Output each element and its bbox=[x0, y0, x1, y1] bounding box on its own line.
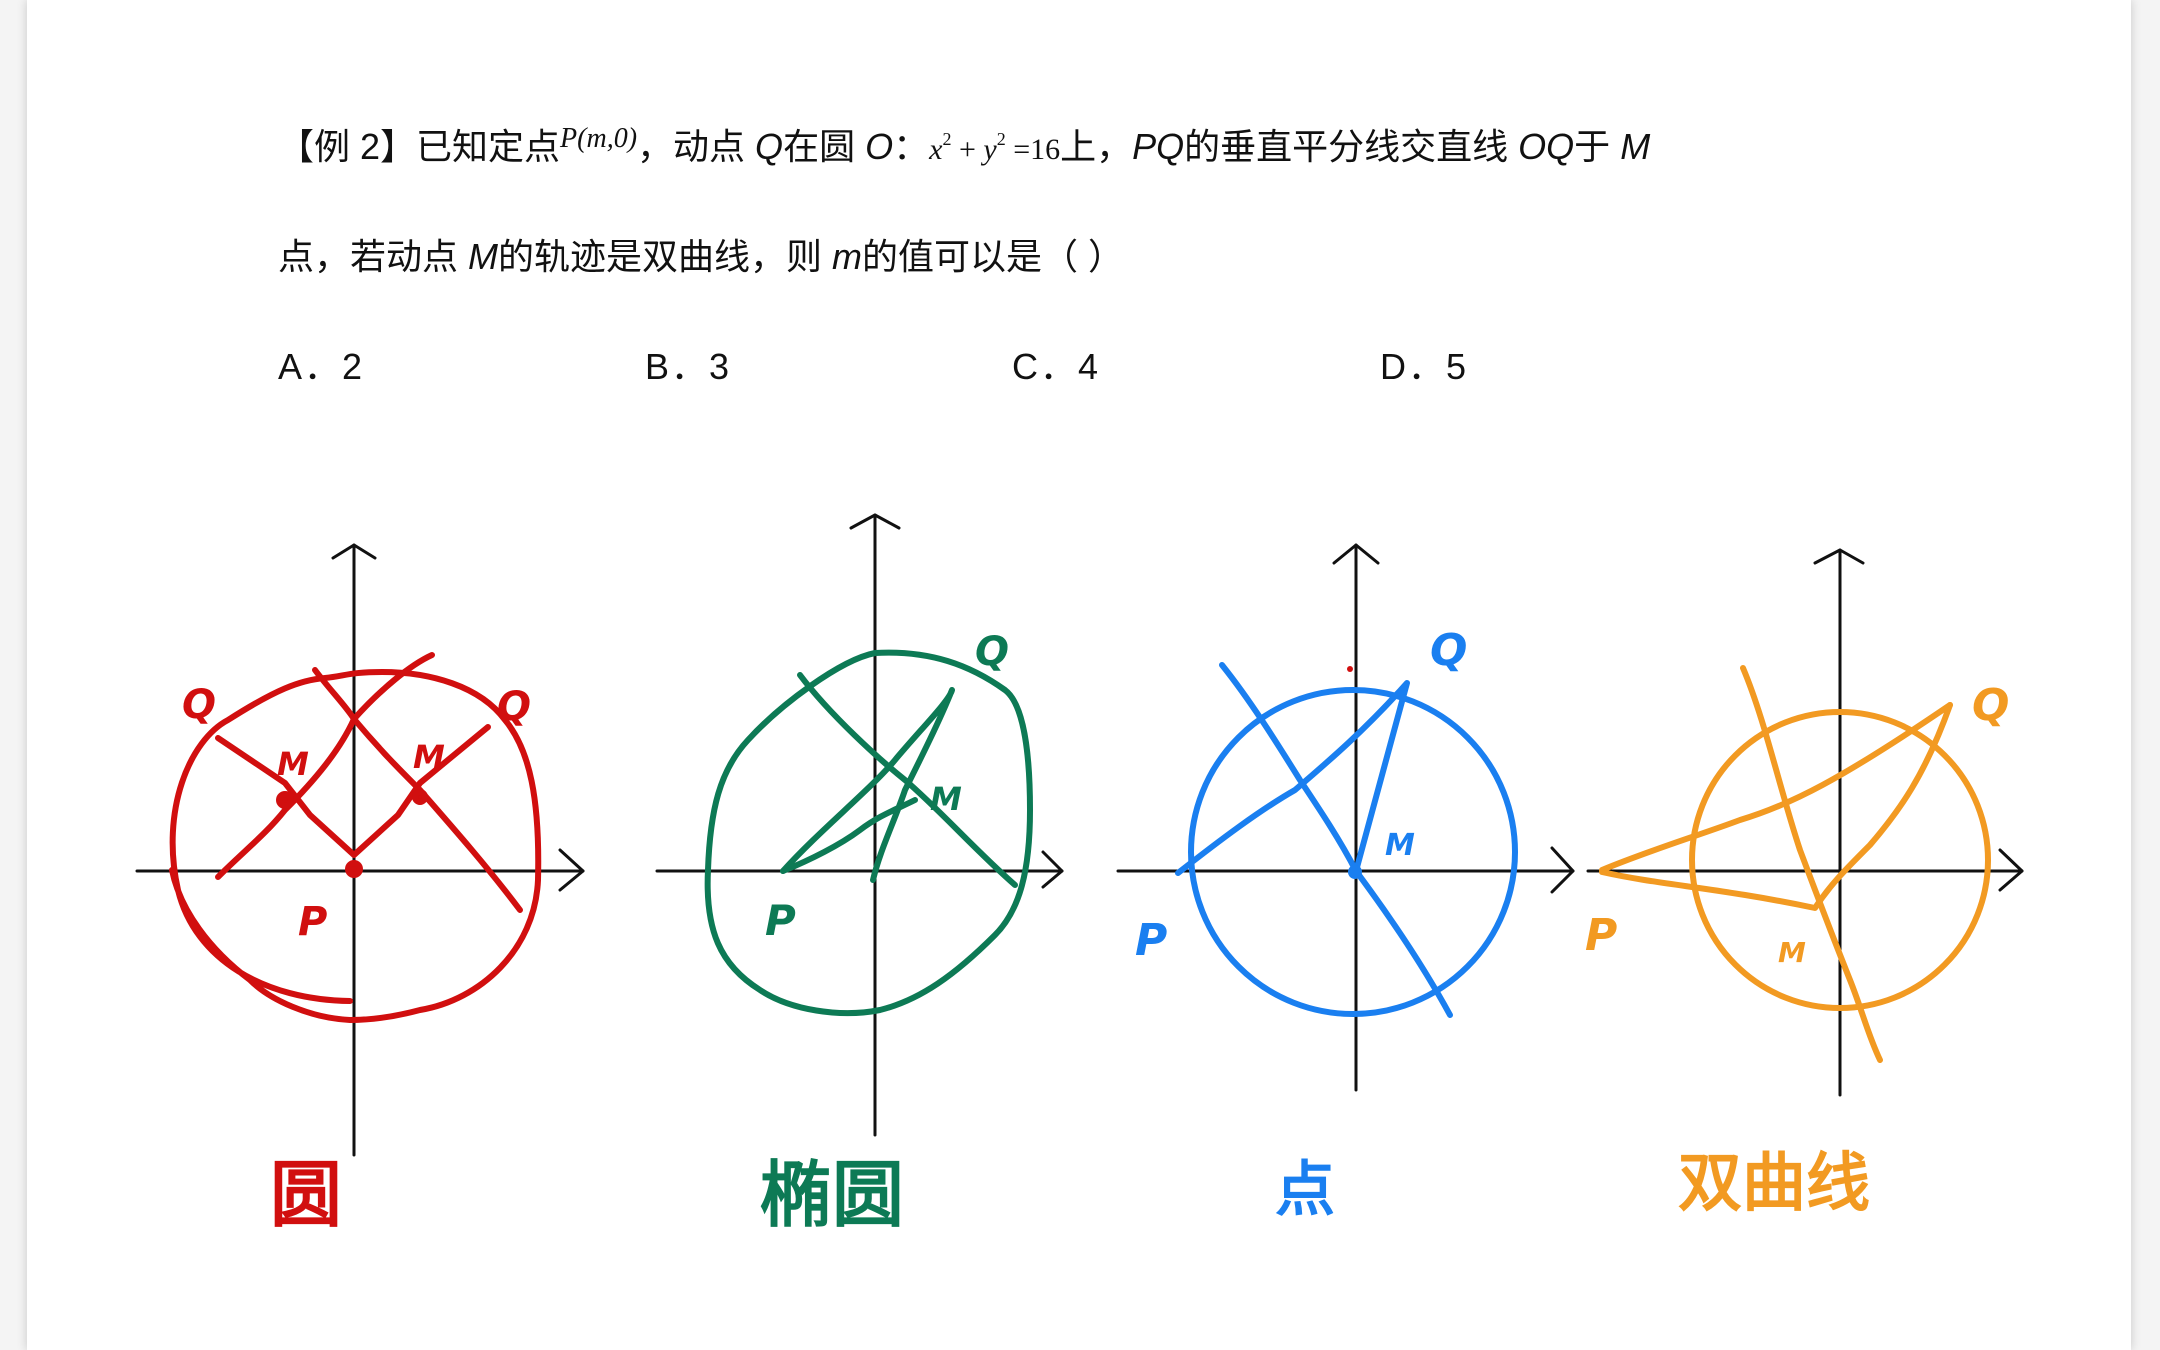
label-q: Q bbox=[1430, 625, 1467, 676]
option-a: A．2 bbox=[278, 346, 365, 387]
label-p: P bbox=[298, 899, 327, 945]
var-q: Q bbox=[755, 126, 784, 167]
label-m: M bbox=[413, 738, 445, 776]
label-q: Q bbox=[1972, 680, 2009, 731]
text: ： bbox=[893, 126, 930, 167]
caption-circle: 圆 bbox=[270, 1153, 342, 1237]
text: 已知定点 bbox=[416, 126, 561, 167]
option-d: D．5 bbox=[1380, 346, 1469, 387]
var-pq: PQ bbox=[1132, 126, 1185, 167]
text: 点，若动点 bbox=[278, 236, 469, 277]
var-oq: OQ bbox=[1518, 126, 1575, 167]
diagram-point: Q M P 点 bbox=[1116, 543, 1575, 1225]
text: 在圆 bbox=[783, 126, 866, 167]
diagram-circle: Q Q M M P 圆 bbox=[135, 543, 585, 1237]
var-m-point: M bbox=[468, 236, 499, 277]
point-p-formula: P(m,0) bbox=[560, 123, 638, 154]
eq-rhs: =16 bbox=[1005, 133, 1061, 166]
text: ，动点 bbox=[637, 126, 756, 167]
text: 的轨迹是双曲线，则 bbox=[498, 236, 833, 277]
diagram-hyperbola: Q M P 双曲线 bbox=[1585, 548, 2024, 1221]
caption-ellipse: 椭圆 bbox=[760, 1153, 904, 1237]
label-q: Q bbox=[497, 684, 531, 730]
eq-sup: 2 bbox=[942, 129, 952, 149]
example-tag: 【例 2】 bbox=[278, 126, 417, 167]
var-m: m bbox=[832, 236, 863, 277]
label-p: P bbox=[765, 896, 796, 945]
text: 的值可以是（ ） bbox=[862, 236, 1125, 277]
caption-point: 点 bbox=[1275, 1155, 1335, 1225]
eq-sup: 2 bbox=[996, 129, 1006, 149]
label-q: Q bbox=[182, 682, 216, 728]
eq-y: y bbox=[983, 133, 997, 166]
var-o: O bbox=[865, 126, 894, 167]
eq-plus: + bbox=[951, 133, 984, 166]
label-q: Q bbox=[975, 629, 1009, 675]
eq-x: x bbox=[929, 133, 943, 166]
label-m: M bbox=[930, 780, 962, 818]
text: 上， bbox=[1060, 126, 1133, 167]
text: 的垂直平分线交直线 bbox=[1184, 126, 1519, 167]
label-m: M bbox=[1385, 828, 1415, 863]
var-m-point: M bbox=[1620, 126, 1651, 167]
label-m: M bbox=[277, 745, 309, 783]
text: 于 bbox=[1574, 126, 1621, 167]
circle-equation: x2 + y2 =16 bbox=[929, 129, 1061, 166]
label-m: M bbox=[1778, 936, 1806, 969]
caption-hyperbola: 双曲线 bbox=[1678, 1147, 1870, 1221]
option-b: B．3 bbox=[645, 346, 732, 387]
label-p: P bbox=[1135, 915, 1167, 966]
diagram-ellipse: Q M P 椭圆 bbox=[655, 513, 1064, 1237]
question-line-1: 【例 2】已知定点P(m,0)，动点 Q在圆 O：x2 + y2 =16上，PQ… bbox=[278, 118, 1650, 170]
label-p: P bbox=[1585, 910, 1617, 961]
option-c: C．4 bbox=[1012, 346, 1101, 387]
question-line-2: 点，若动点 M的轨迹是双曲线，则 m的值可以是（ ） bbox=[278, 228, 1124, 280]
